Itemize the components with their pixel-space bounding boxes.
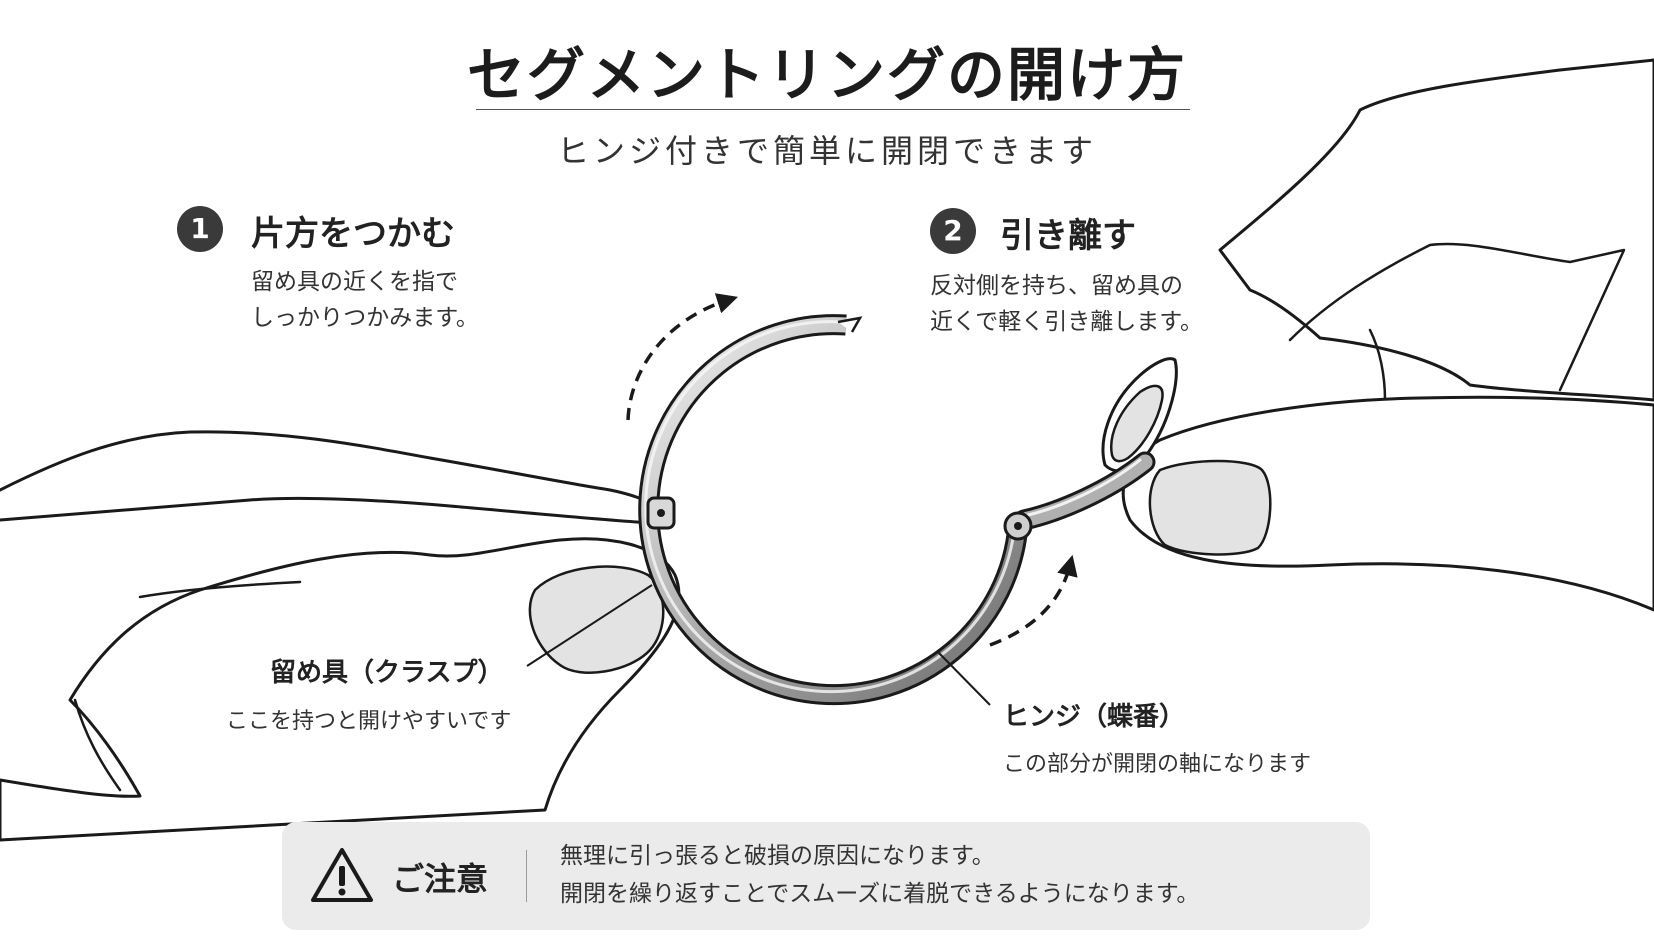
left-thumb-crease <box>73 698 122 792</box>
warning-triangle-icon <box>311 848 373 902</box>
caution-title: ご注意 <box>392 860 489 898</box>
title-divider <box>476 109 1190 110</box>
clasp-label-desc: ここを持つと開けやすいです <box>226 709 512 734</box>
hinge-leader-line <box>937 651 991 706</box>
step-2-badge: 2 <box>930 208 976 254</box>
right-upper-hand <box>1218 58 1654 402</box>
hinge-joint <box>1003 511 1033 541</box>
caution-line-2: 開閉を繰り返すことでスムーズに着脱できるようになります。 <box>560 881 1200 907</box>
left-thumbnail <box>528 565 665 674</box>
hinge-label-title: ヒンジ（蝶番） <box>1003 702 1186 732</box>
dashed-curved-arrow-icon <box>989 554 1078 647</box>
clasp-leader-line <box>526 584 653 667</box>
right-hand-line <box>1368 328 1387 402</box>
left-index-finger <box>0 430 667 526</box>
right-knuckle-outline <box>1288 242 1626 392</box>
caution-line-1: 無理に引っ張ると破損の原因になります。 <box>560 843 995 869</box>
clasp-label-title: 留め具（クラスプ） <box>270 658 504 688</box>
left-palm-edge <box>138 580 302 599</box>
segment-ring-illustration <box>638 314 1156 706</box>
caution-box: ご注意 無理に引っ張ると破損の原因になります。 開閉を繰り返すことでスムーズに着… <box>282 822 1370 930</box>
ring-notch <box>837 316 863 333</box>
step-2-title: 引き離す <box>1000 216 1136 256</box>
step-1-desc-line-2: しっかりつかみます。 <box>251 305 479 331</box>
hinge-label-desc: この部分が開閉の軸になります <box>1003 752 1312 777</box>
clasp-joint <box>646 496 676 530</box>
step-1-badge: 1 <box>177 206 223 252</box>
page-subtitle: ヒンジ付きで簡単に開閉できます <box>556 132 1097 170</box>
page-title: セグメントリングの開け方 <box>466 41 1187 109</box>
dashed-curved-arrow-icon <box>626 293 739 421</box>
step-2-desc-line-2: 近くで軽く引き離します。 <box>930 309 1204 335</box>
caution-divider <box>526 850 527 902</box>
left-hand-illustration <box>0 430 681 842</box>
right-index-nail <box>1109 384 1164 463</box>
step-2-desc-line-1: 反対側を持ち、留め具の <box>930 273 1183 299</box>
right-hand-illustration <box>1101 58 1654 612</box>
step-1-desc-line-1: 留め具の近くを指で <box>251 269 458 295</box>
step-1-title: 片方をつかむ <box>251 214 455 254</box>
left-thumb <box>0 537 681 842</box>
right-thumbnail <box>1148 459 1272 556</box>
